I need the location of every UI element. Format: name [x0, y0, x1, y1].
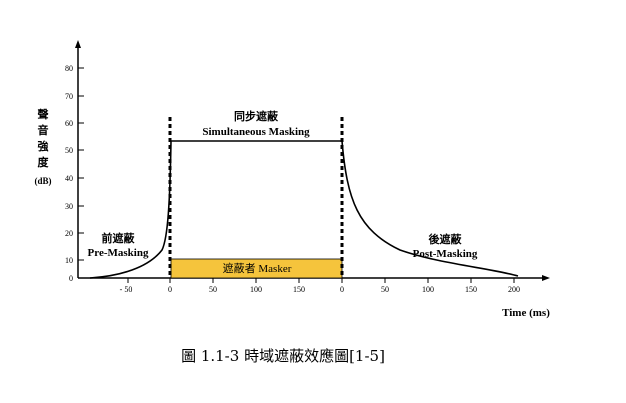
post-masking-label-zh: 後遮蔽 — [429, 232, 463, 246]
x-tick-label: 0 — [340, 285, 344, 294]
y-tick-label: 40 — [65, 174, 73, 183]
x-axis-arrow — [542, 275, 550, 281]
y-ticks — [78, 67, 84, 279]
y-axis-title-char: 音 — [38, 123, 49, 137]
pre-masking-label-en: Pre-Masking — [88, 247, 149, 259]
post-masking-label-en: Post-Masking — [413, 248, 478, 260]
y-tick-label: 20 — [65, 229, 73, 238]
x-tick-label: 200 — [508, 285, 520, 294]
x-tick-label: - 50 — [120, 285, 133, 294]
y-axis-title-char: 強 — [38, 139, 49, 153]
y-tick-label: 60 — [65, 119, 73, 128]
y-tick-label: 30 — [65, 202, 73, 211]
x-tick-label: 150 — [465, 285, 477, 294]
x-ticks — [127, 278, 515, 283]
x-tick-label: 0 — [168, 285, 172, 294]
x-tick-label: 150 — [293, 285, 305, 294]
x-axis-title: Time (ms) — [502, 307, 550, 319]
x-tick-label: 100 — [422, 285, 434, 294]
masker-bar — [170, 258, 343, 279]
post-masking-curve — [341, 140, 519, 277]
simultaneous-masking-label-en: Simultaneous Masking — [202, 126, 310, 138]
pre-masking-curve — [89, 140, 172, 279]
y-axis-title-char: 度 — [38, 155, 50, 169]
y-axis-arrow — [75, 40, 81, 48]
pre-masking-label-zh: 前遮蔽 — [102, 231, 136, 245]
x-tick-label: 50 — [209, 285, 217, 294]
y-tick-label: 80 — [65, 64, 73, 73]
x-tick-labels: - 50 0 50 100 150 0 50 100 150 200 — [120, 285, 520, 294]
y-tick-label: 10 — [65, 256, 73, 265]
simultaneous-masking-label-zh: 同步遮蔽 — [234, 109, 279, 123]
y-tick-labels: 0 10 20 30 40 50 60 70 80 — [65, 64, 73, 283]
figure-caption: 圖 1.1-3 時域遮蔽效應圖[1-5] — [181, 347, 385, 365]
y-tick-label: 50 — [65, 146, 73, 155]
x-tick-label: 100 — [250, 285, 262, 294]
y-axis-title: 聲 音 強 度 (dB) — [34, 107, 51, 186]
y-tick-label: 70 — [65, 92, 73, 101]
y-tick-label: 0 — [69, 274, 73, 283]
y-axis-unit: (dB) — [34, 176, 51, 186]
x-tick-label: 50 — [381, 285, 389, 294]
y-axis-title-char: 聲 — [38, 107, 49, 121]
masker-label: 遮蔽者 Masker — [223, 261, 292, 275]
